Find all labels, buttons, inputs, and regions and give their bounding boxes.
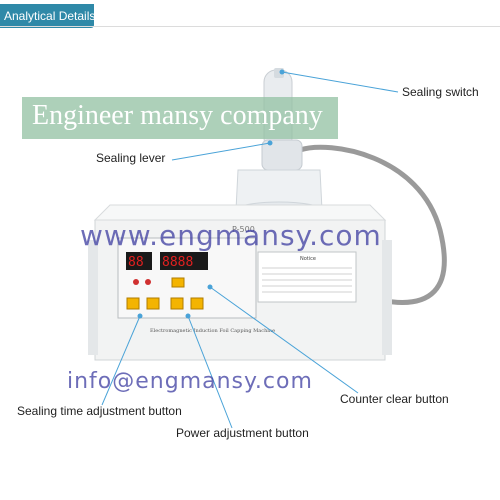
sealing-time-line [101, 315, 141, 406]
time-display: 88 [128, 255, 144, 270]
power-button-label: Power adjustment button [176, 426, 309, 440]
time-display-bezel [126, 252, 152, 270]
time-up-button[interactable] [146, 297, 160, 310]
control-panel [117, 237, 257, 319]
sealing-switch-label: Sealing switch [402, 85, 479, 99]
analytical-details-tab[interactable]: Analytical Details [0, 4, 96, 28]
callout-lines [101, 71, 399, 429]
counter-display: 8888 [162, 255, 193, 270]
tab-underline [0, 26, 500, 27]
power-cable [299, 144, 447, 305]
counter-clear-button[interactable] [171, 277, 185, 288]
url-watermark: www.engmansy.com [80, 219, 382, 252]
sealing-switch-line [281, 71, 399, 93]
callout-dots [137, 69, 285, 319]
time-down-button[interactable] [126, 297, 140, 310]
company-watermark-text: Engineer mansy company [32, 100, 323, 131]
side-rail-left [88, 240, 98, 355]
counter-line [209, 286, 359, 394]
sealing-lever-line [171, 142, 271, 161]
power-down-button[interactable] [170, 297, 184, 310]
counter-display-bezel [160, 252, 208, 270]
power-up-button[interactable] [190, 297, 204, 310]
counter-button-label: Counter clear button [340, 392, 449, 406]
machine-top [93, 204, 387, 221]
panel-text: Electromagnetic Induction Foil Capping M… [150, 328, 275, 334]
model-label: P-500 [232, 225, 255, 234]
sealing-time-button-label: Sealing time adjustment button [17, 404, 182, 418]
indicator-led-1 [133, 279, 139, 285]
side-rail-right [382, 240, 392, 355]
email-watermark: info@engmansy.com [67, 369, 313, 394]
power-line [187, 315, 233, 429]
tab-label: Analytical Details [4, 9, 96, 23]
notice-title: Notice [300, 256, 316, 262]
notice-label [257, 251, 357, 303]
company-watermark: Engineer mansy company [22, 97, 338, 139]
sealing-lever-label: Sealing lever [96, 151, 166, 165]
indicator-led-2 [145, 279, 151, 285]
